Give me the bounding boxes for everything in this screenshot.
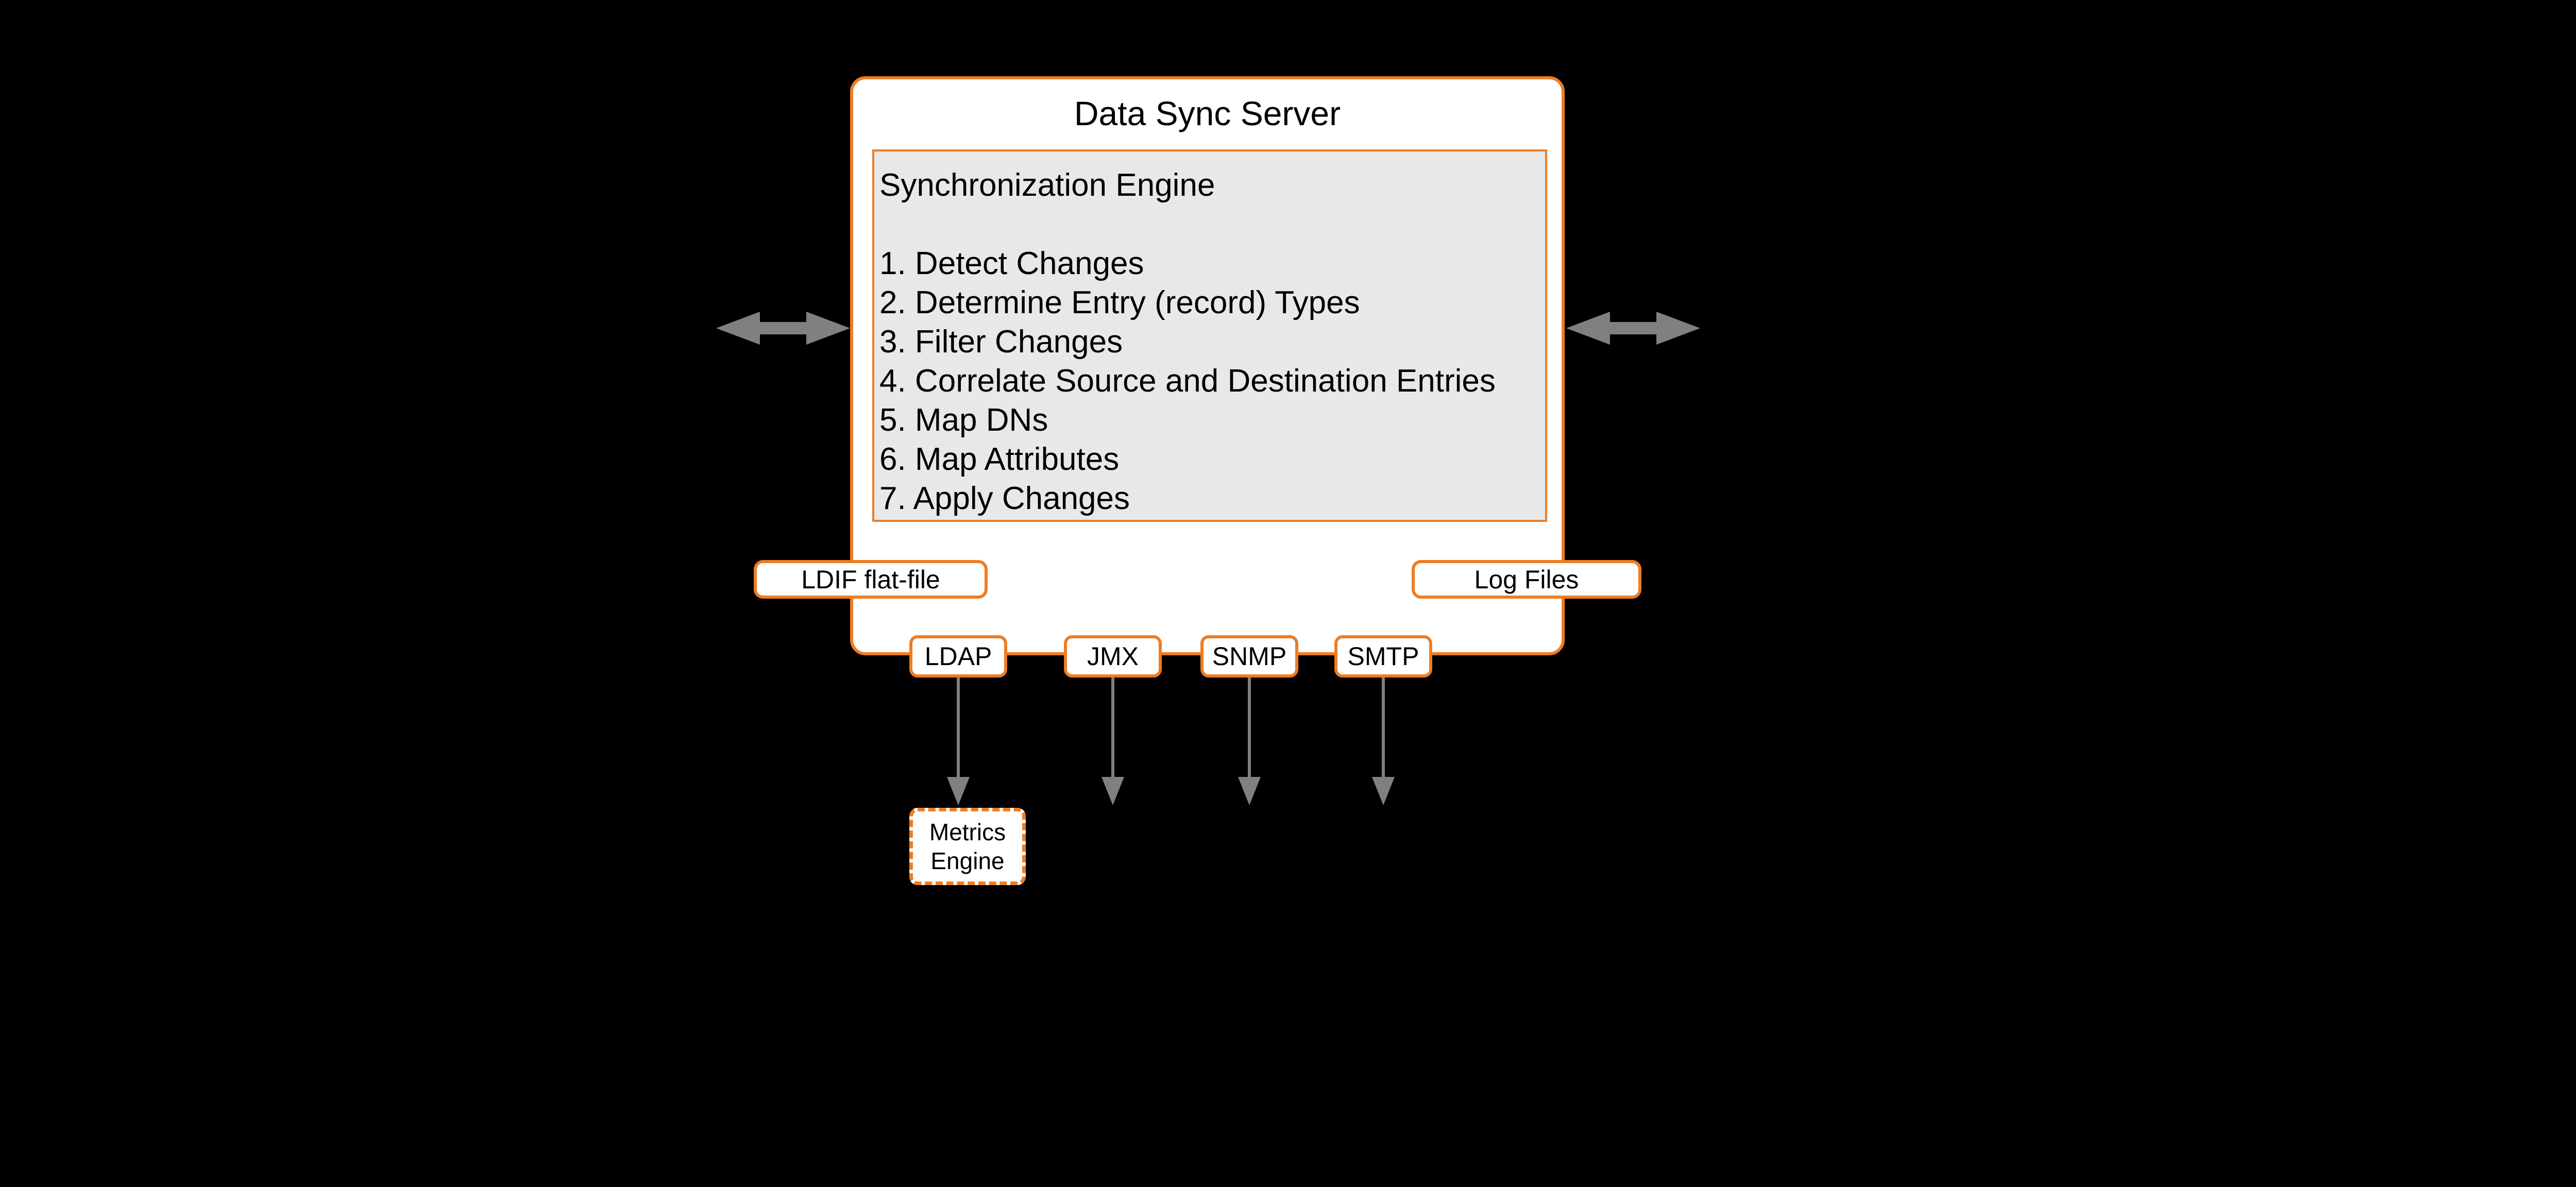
bidirectional-arrow-icon [1566, 312, 1700, 345]
protocol-box-ldap: LDAP [909, 635, 1007, 677]
down-arrow-icon [947, 677, 970, 805]
synchronization-engine-content: Synchronization Engine 1. Detect Changes… [879, 166, 1544, 518]
sync-step: 1. Detect Changes [879, 246, 1144, 281]
down-arrow-icon [1238, 677, 1261, 805]
sync-step: 6. Map Attributes [879, 442, 1120, 477]
metrics-engine-box: Metrics Engine [909, 808, 1026, 885]
down-arrow-icon [1372, 677, 1395, 805]
sync-step: 7. Apply Changes [879, 481, 1130, 516]
synchronization-engine-title: Synchronization Engine [879, 167, 1215, 203]
arrow-head [947, 777, 970, 805]
arrow-shaft [1248, 677, 1251, 778]
ldif-flat-file-box: LDIF flat-file [754, 560, 988, 599]
sync-step: 5. Map DNs [879, 402, 1048, 438]
arrow-head [1238, 777, 1261, 805]
arrow-head [1372, 777, 1395, 805]
synchronization-engine-box [872, 149, 1547, 522]
sync-step: 4. Correlate Source and Destination Entr… [879, 363, 1496, 399]
metrics-engine-label-line1: Metrics [929, 819, 1006, 845]
protocol-box-smtp: SMTP [1334, 635, 1432, 677]
arrow-shaft [957, 677, 960, 778]
protocol-box-jmx: JMX [1064, 635, 1162, 677]
down-arrow-icon [1101, 677, 1124, 805]
log-files-box: Log Files [1412, 560, 1641, 599]
sync-step: 2. Determine Entry (record) Types [879, 285, 1360, 320]
arrow-head [1101, 777, 1124, 805]
arrow-shaft [1111, 677, 1114, 778]
sync-step: 3. Filter Changes [879, 324, 1123, 360]
arrow-shaft [1382, 677, 1385, 778]
bidirectional-arrow-icon [716, 312, 850, 345]
protocol-box-snmp: SNMP [1200, 635, 1298, 677]
data-sync-server-title: Data Sync Server [1074, 94, 1341, 132]
metrics-engine-label-line2: Engine [930, 847, 1005, 874]
